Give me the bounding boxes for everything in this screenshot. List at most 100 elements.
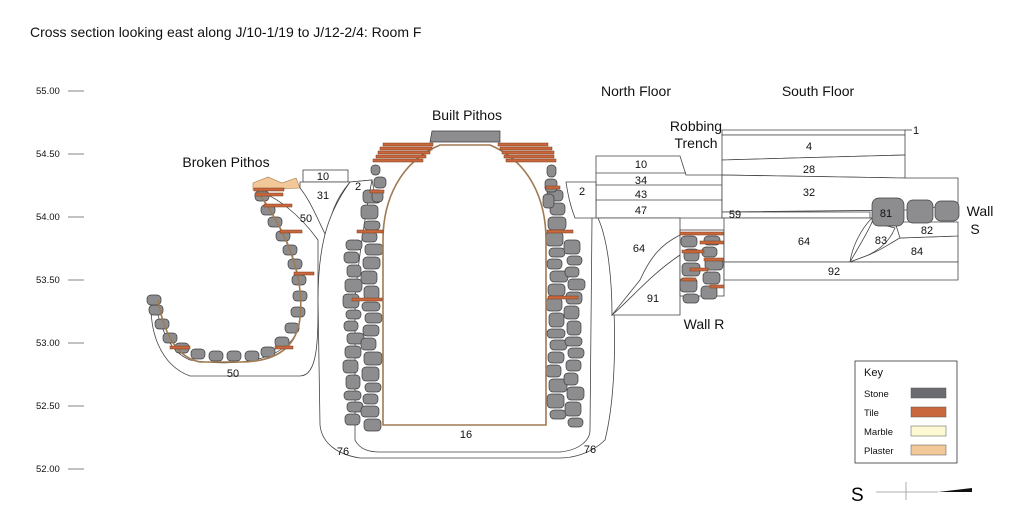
- tick-label: 53.50: [36, 275, 60, 286]
- context-number: 10: [317, 171, 329, 183]
- wall-s-stone: [906, 199, 934, 224]
- tile: [263, 203, 293, 208]
- broken-pithos-plaster: [252, 176, 301, 191]
- stone: [284, 322, 300, 334]
- context-number: 16: [460, 429, 472, 441]
- context-number: 59: [729, 209, 741, 221]
- label-built-pithos: Built Pithos: [432, 107, 502, 123]
- context-number: 91: [647, 293, 659, 305]
- built-pithos-section: [317, 130, 615, 459]
- context-number: 43: [635, 189, 647, 201]
- stone: [208, 350, 224, 362]
- context-number: 34: [635, 175, 647, 187]
- north-floor-layers: [595, 155, 723, 219]
- stone: [548, 247, 566, 258]
- legend-swatch: [910, 444, 947, 456]
- label-south-floor: South Floor: [782, 83, 855, 99]
- stone: [346, 401, 364, 413]
- stone: [146, 294, 162, 306]
- south-floor-section: [721, 134, 960, 281]
- stone: [343, 390, 362, 401]
- north-floor-section: [565, 129, 906, 317]
- stone: [547, 351, 565, 364]
- stone: [564, 266, 580, 278]
- stone: [363, 220, 381, 231]
- legend-item-label: Tile: [864, 408, 879, 419]
- stone: [346, 264, 362, 278]
- label-trench: Trench: [674, 135, 717, 151]
- stone: [700, 285, 718, 300]
- stone: [363, 351, 383, 366]
- context-number: 31: [317, 190, 329, 202]
- label-wall-r: Wall R: [684, 316, 725, 332]
- stone: [370, 164, 381, 176]
- stone: [564, 401, 582, 417]
- section-labels: Broken Pithos Built Pithos North Floor S…: [182, 83, 993, 332]
- context-number: 50: [227, 368, 239, 380]
- context-number: 2: [579, 186, 585, 198]
- orientation-letter: S: [851, 485, 864, 506]
- stone: [542, 193, 555, 209]
- context-number: 32: [803, 187, 815, 199]
- stone: [565, 359, 582, 372]
- legend-item-label: Plaster: [864, 446, 894, 457]
- direction-arrow-icon: [938, 488, 972, 492]
- stone: [360, 337, 377, 351]
- stone: [564, 336, 583, 347]
- legend-title: Key: [864, 367, 883, 379]
- tile: [254, 192, 284, 197]
- stone: [545, 231, 564, 247]
- pithos-interior: [382, 144, 547, 426]
- legend-item-label: Stone: [864, 389, 889, 400]
- stone: [682, 293, 700, 304]
- label-robbing: Robbing: [670, 118, 722, 134]
- context-number: 92: [828, 266, 840, 278]
- stone: [563, 239, 581, 255]
- context-number: 10: [635, 159, 647, 171]
- stone: [345, 374, 361, 390]
- label-wall-s-word: Wall: [967, 203, 994, 219]
- legend-swatch: [910, 406, 947, 418]
- stone: [361, 301, 381, 312]
- stone: [362, 324, 380, 337]
- stone: [364, 382, 382, 393]
- tile: [279, 229, 303, 234]
- tile: [546, 229, 574, 234]
- stone: [361, 231, 378, 243]
- tile: [545, 185, 561, 190]
- stone: [260, 346, 276, 358]
- pithos-cap-stone: [429, 130, 501, 143]
- stone: [547, 216, 567, 231]
- stone: [546, 258, 563, 270]
- stone: [244, 350, 260, 362]
- context-number: 82: [921, 225, 933, 237]
- tile: [253, 187, 285, 192]
- wall-s-stone: [934, 200, 960, 222]
- diagram-title: Cross section looking east along J/10-1/…: [30, 24, 422, 40]
- elevation-axis: 55.00 54.50 54.00 53.50 53.00 52.50 52.0…: [36, 86, 84, 475]
- label-broken-pithos: Broken Pithos: [182, 154, 269, 170]
- stone: [680, 235, 698, 248]
- stone: [363, 418, 382, 432]
- context-number: 47: [635, 205, 647, 217]
- stone: [373, 176, 387, 189]
- wall-s-stone: [871, 197, 905, 227]
- legend-swatch: [910, 387, 947, 399]
- context-number: 83: [875, 235, 887, 247]
- context-number: 64: [633, 243, 645, 255]
- tile: [293, 271, 315, 276]
- tile: [351, 297, 383, 302]
- stone: [549, 409, 567, 420]
- tick-label: 53.00: [36, 338, 60, 349]
- tick-label: 52.00: [36, 464, 60, 475]
- legend-swatch: [910, 425, 947, 437]
- pithos-top-tiles-right: [497, 142, 557, 163]
- stone: [364, 243, 384, 256]
- context-number: 1: [913, 125, 919, 137]
- stone: [344, 278, 363, 293]
- stone: [226, 350, 242, 362]
- context-number: 4: [806, 141, 812, 153]
- stone: [546, 393, 565, 409]
